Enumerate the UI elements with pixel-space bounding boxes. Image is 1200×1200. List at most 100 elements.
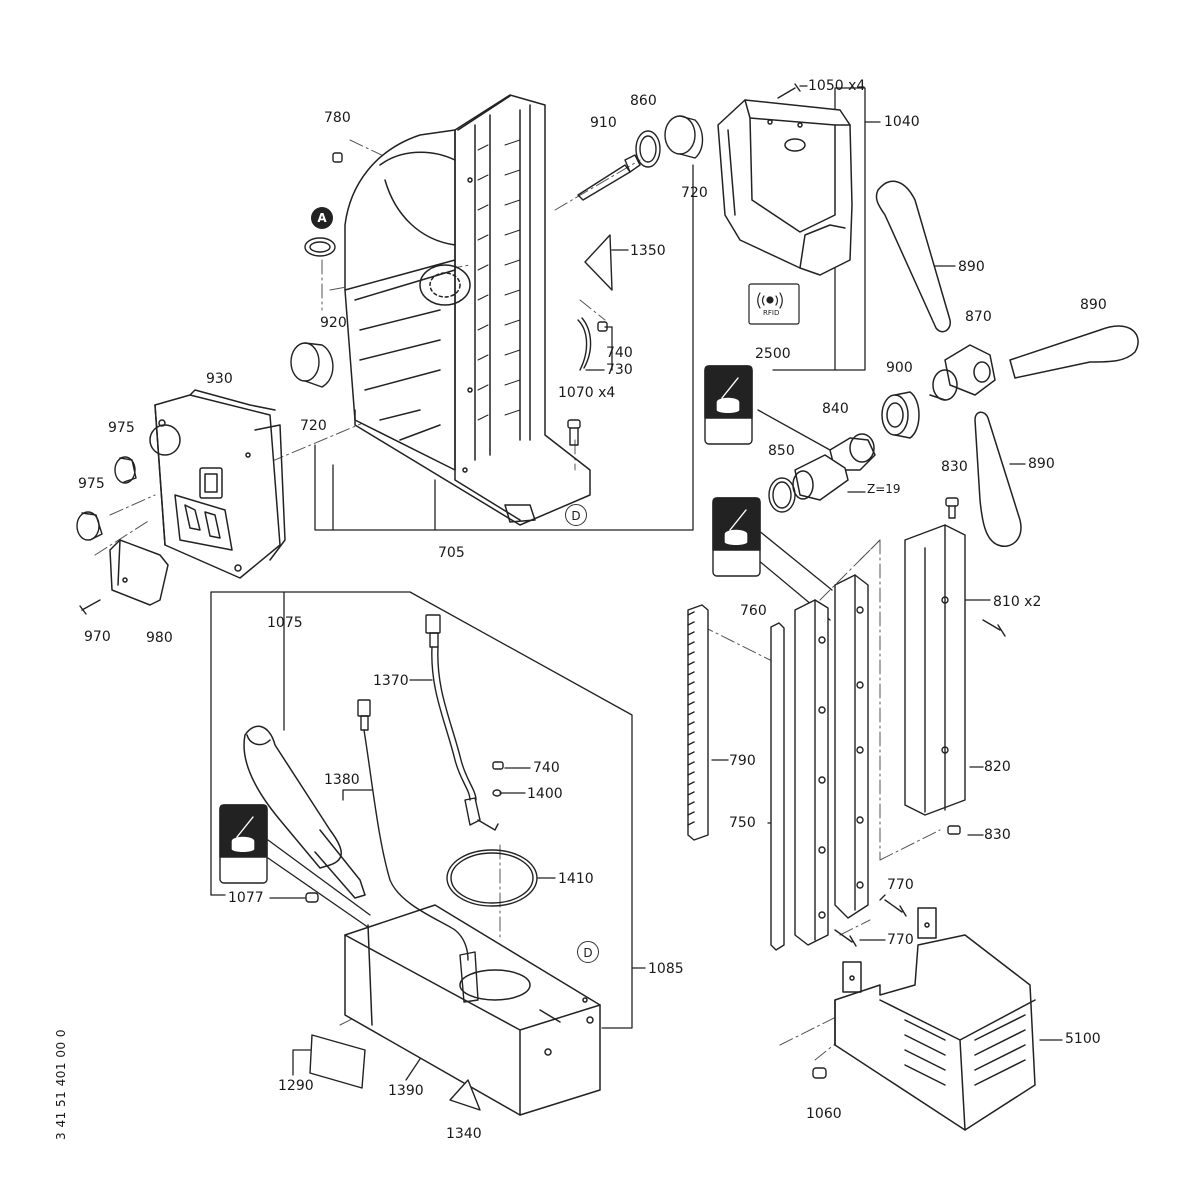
part-890-upper: 890 bbox=[958, 259, 985, 275]
part-900: 900 bbox=[886, 360, 913, 376]
grease-icon-bottom bbox=[219, 804, 268, 884]
part-830-bottom: 830 bbox=[984, 827, 1011, 843]
part-920: 920 bbox=[320, 315, 347, 331]
part-890-lower: 890 bbox=[1028, 456, 1055, 472]
marker-d-top: D bbox=[565, 504, 587, 526]
part-980: 980 bbox=[146, 630, 173, 646]
part-840: 840 bbox=[822, 401, 849, 417]
ring-860 bbox=[635, 130, 661, 168]
screw-1050 bbox=[777, 83, 801, 99]
bolt-910 bbox=[577, 154, 641, 201]
grease-icon-top bbox=[704, 365, 753, 445]
screw-830-top bbox=[945, 497, 959, 519]
bushing-720-left bbox=[290, 342, 334, 388]
part-1050: 1050 x4 bbox=[808, 78, 866, 94]
screw-970 bbox=[79, 599, 101, 615]
part-1060: 1060 bbox=[806, 1106, 842, 1122]
strip-750 bbox=[770, 622, 785, 951]
part-1340: 1340 bbox=[446, 1126, 482, 1142]
part-740-upper: 740 bbox=[606, 345, 633, 361]
screw-830-bottom bbox=[947, 825, 961, 835]
screw-1060 bbox=[812, 1067, 827, 1079]
rack-790 bbox=[687, 604, 709, 841]
part-740-lower: 740 bbox=[533, 760, 560, 776]
part-860: 860 bbox=[630, 93, 657, 109]
part-1040: 1040 bbox=[884, 114, 920, 130]
screw-780 bbox=[332, 152, 343, 163]
part-975-lower: 975 bbox=[78, 476, 105, 492]
cap-975-lower bbox=[76, 511, 103, 541]
part-1400: 1400 bbox=[527, 786, 563, 802]
marker-d-bottom: D bbox=[577, 941, 599, 963]
part-770-lower: 770 bbox=[887, 932, 914, 948]
gearbox-1040 bbox=[717, 99, 853, 276]
warning-label-1350 bbox=[584, 234, 613, 291]
slide-760-b bbox=[834, 574, 869, 919]
part-760: 760 bbox=[740, 603, 767, 619]
part-2500: 2500 bbox=[755, 346, 791, 362]
part-850: 850 bbox=[768, 443, 795, 459]
cover-980 bbox=[109, 539, 169, 606]
guard-5100 bbox=[834, 907, 1036, 1131]
cable-1380 bbox=[357, 699, 469, 961]
screw-810 bbox=[982, 619, 1006, 637]
part-770-upper: 770 bbox=[887, 877, 914, 893]
part-5100: 5100 bbox=[1065, 1031, 1101, 1047]
washer-1400 bbox=[492, 789, 502, 797]
part-720-left: 720 bbox=[300, 418, 327, 434]
grease-icon-middle bbox=[712, 497, 761, 577]
part-750: 750 bbox=[729, 815, 756, 831]
handle-890-lower bbox=[974, 411, 1022, 547]
construction-lines bbox=[94, 139, 941, 1061]
o-ring-1410 bbox=[446, 849, 538, 907]
part-1350: 1350 bbox=[630, 243, 666, 259]
part-1290: 1290 bbox=[278, 1078, 314, 1094]
part-810: 810 x2 bbox=[993, 594, 1042, 610]
label-1290 bbox=[309, 1034, 366, 1089]
screw-1077 bbox=[305, 892, 319, 903]
part-830-top: 830 bbox=[941, 459, 968, 475]
screw-740-lower bbox=[492, 761, 504, 770]
screw-770-b bbox=[834, 929, 857, 947]
part-1410: 1410 bbox=[558, 871, 594, 887]
bushing-720-top bbox=[664, 115, 704, 159]
clip-730 bbox=[577, 317, 592, 371]
part-705: 705 bbox=[438, 545, 465, 561]
o-ring-850 bbox=[768, 477, 796, 513]
guide-820 bbox=[904, 524, 966, 816]
magnet-base-1085 bbox=[344, 904, 601, 1116]
slide-760 bbox=[794, 599, 829, 946]
part-1075: 1075 bbox=[267, 615, 303, 631]
part-1380: 1380 bbox=[324, 772, 360, 788]
handle-890-upper bbox=[875, 180, 951, 333]
part-930: 930 bbox=[206, 371, 233, 387]
marker-a: A bbox=[311, 207, 333, 229]
handle-890-right bbox=[1009, 325, 1139, 379]
part-1390: 1390 bbox=[388, 1083, 424, 1099]
part-1070: 1070 x4 bbox=[558, 385, 616, 401]
part-790: 790 bbox=[729, 753, 756, 769]
part-910: 910 bbox=[590, 115, 617, 131]
part-720-top: 720 bbox=[681, 185, 708, 201]
hub-870 bbox=[929, 344, 996, 401]
o-ring-920 bbox=[304, 237, 336, 257]
switch-housing-930 bbox=[149, 389, 286, 579]
handle-1075 bbox=[243, 725, 366, 899]
part-1077: 1077 bbox=[228, 890, 264, 906]
screw-1070 bbox=[567, 419, 581, 446]
part-970: 970 bbox=[84, 629, 111, 645]
part-890-right: 890 bbox=[1080, 297, 1107, 313]
column-housing-705 bbox=[344, 94, 591, 526]
label-1340 bbox=[449, 1079, 481, 1111]
cap-975-upper bbox=[114, 456, 137, 484]
screw-770-a bbox=[884, 899, 907, 917]
part-975-upper: 975 bbox=[108, 420, 135, 436]
part-1370: 1370 bbox=[373, 673, 409, 689]
gear-ring-900 bbox=[881, 391, 920, 439]
switch-1390 bbox=[459, 951, 479, 1003]
part-780: 780 bbox=[324, 110, 351, 126]
part-730: 730 bbox=[606, 362, 633, 378]
part-820: 820 bbox=[984, 759, 1011, 775]
